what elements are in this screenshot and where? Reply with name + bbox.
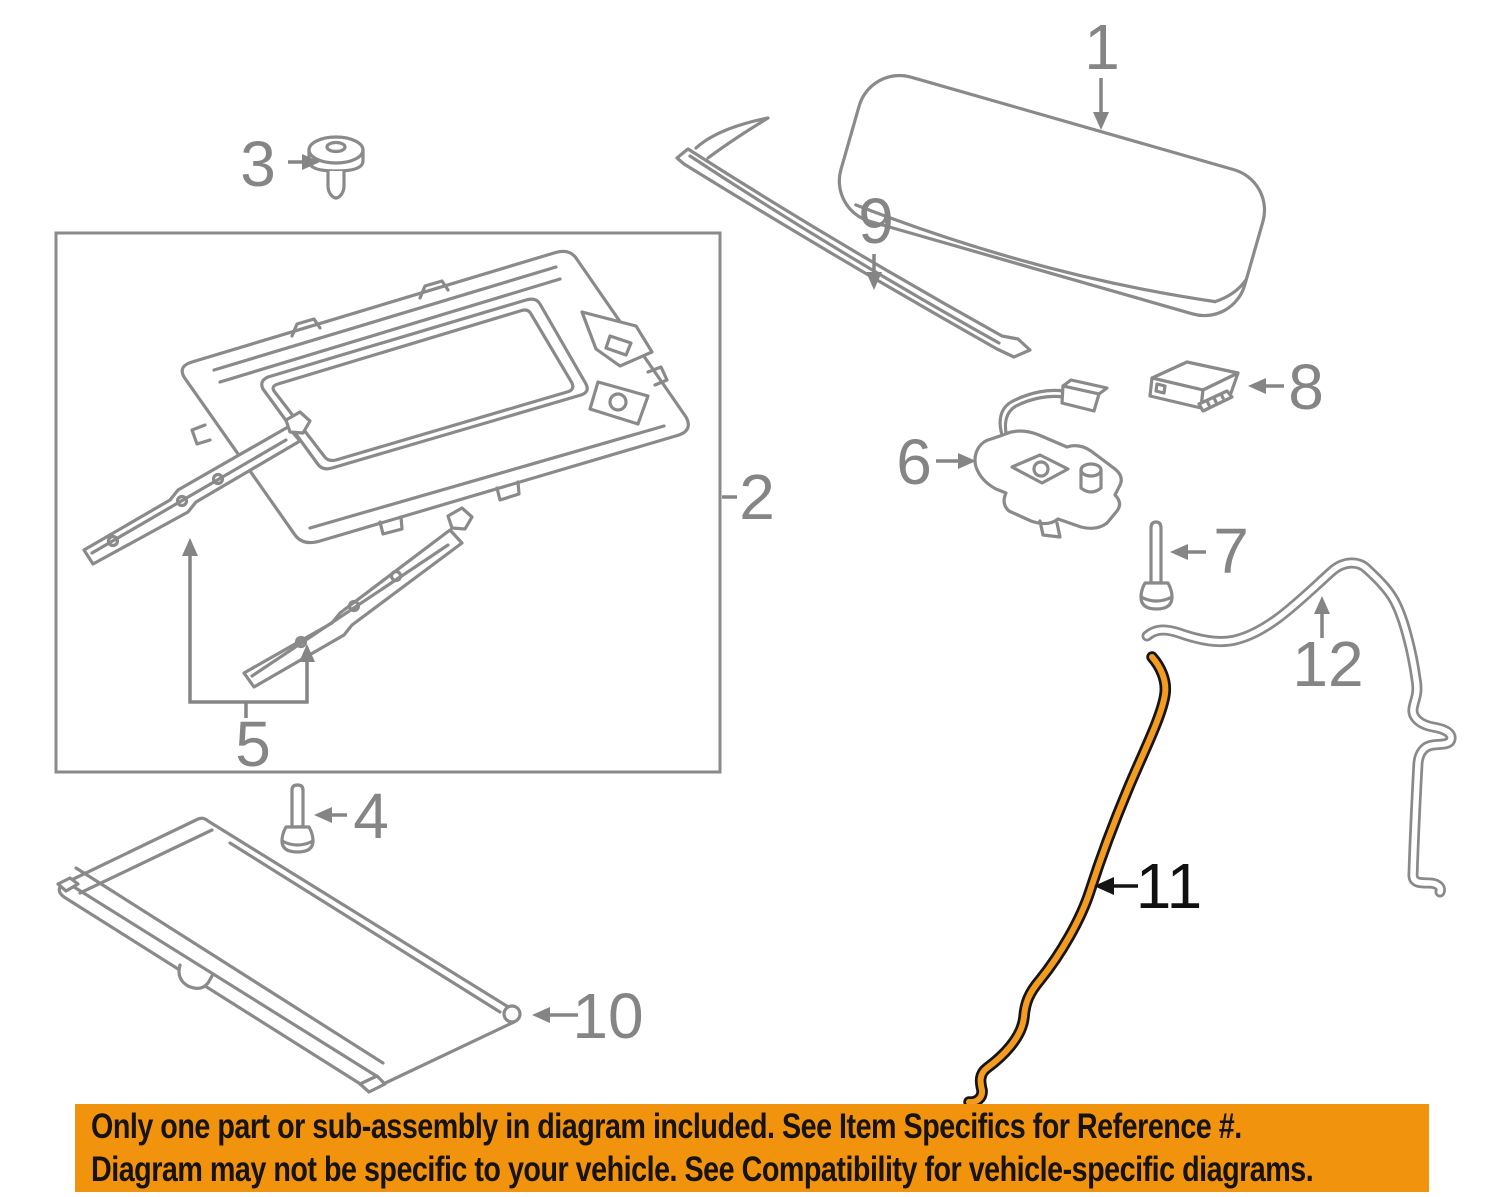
banner-line-1: Only one part or sub-assembly in diagram… bbox=[91, 1106, 1242, 1146]
part-label-8: 8 bbox=[1288, 351, 1324, 423]
callout-arrow-6 bbox=[936, 453, 976, 469]
callout-arrow-9 bbox=[866, 254, 882, 290]
part-label-5: 5 bbox=[235, 708, 271, 780]
disclaimer-banner: Only one part or sub-assembly in diagram… bbox=[75, 1104, 1429, 1192]
callout-arrow-1 bbox=[1093, 78, 1109, 130]
clip-drawing bbox=[307, 135, 365, 200]
drain-hose-11-drawing-highlighted bbox=[963, 651, 1172, 1108]
part-label-3: 3 bbox=[240, 128, 276, 200]
part-label-9: 9 bbox=[858, 185, 894, 257]
callout-arrow-7 bbox=[1170, 544, 1206, 560]
callout-arrow-4 bbox=[314, 807, 347, 823]
guide-rails-drawing bbox=[82, 410, 474, 689]
sunroof-glass-drawing bbox=[837, 73, 1267, 318]
callout-arrow-3 bbox=[288, 154, 320, 170]
part-label-11: 11 bbox=[1135, 850, 1203, 922]
part-label-1: 1 bbox=[1084, 11, 1120, 83]
part-label-6: 6 bbox=[896, 426, 932, 498]
frame-assembly-box bbox=[54, 231, 722, 774]
part-label-7: 7 bbox=[1213, 515, 1249, 587]
bolt-4-drawing bbox=[280, 783, 315, 854]
drain-hose-12-drawing bbox=[1141, 557, 1457, 898]
part-label-10: 10 bbox=[572, 980, 644, 1052]
part-label-2: 2 bbox=[739, 461, 775, 533]
motor-drawing bbox=[973, 378, 1123, 539]
control-module-drawing bbox=[1148, 360, 1240, 413]
sunshade-drawing bbox=[56, 816, 522, 1094]
callout-arrow-8 bbox=[1248, 378, 1284, 394]
callout-arrow-12 bbox=[1314, 596, 1330, 638]
callout-bracket-5 bbox=[182, 538, 315, 718]
callout-arrow-10 bbox=[532, 1007, 578, 1023]
banner-line-2: Diagram may not be specific to your vehi… bbox=[91, 1150, 1314, 1189]
part-label-4: 4 bbox=[353, 780, 389, 852]
part-label-12: 12 bbox=[1292, 628, 1364, 700]
bolt-7-drawing bbox=[1139, 520, 1174, 611]
weatherstrip-drawing bbox=[675, 116, 1032, 359]
sunroof-frame-drawing bbox=[180, 249, 690, 545]
callout-arrow-11-highlighted bbox=[1094, 877, 1138, 895]
